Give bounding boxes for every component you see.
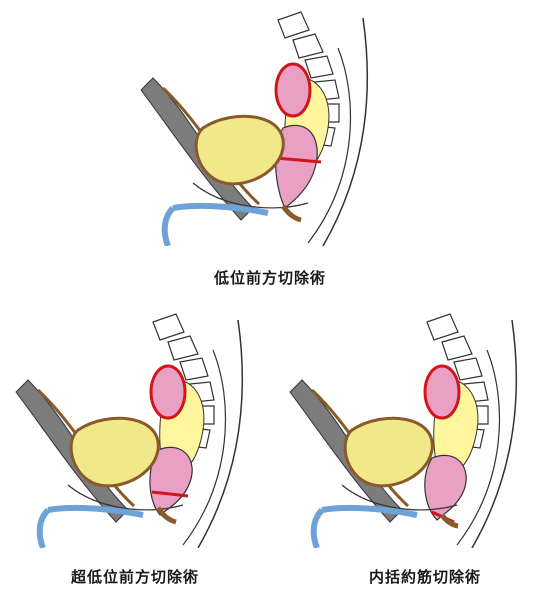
anal-sphincter <box>283 206 301 220</box>
sigmoid-colon <box>425 366 459 418</box>
sigmoid-colon <box>151 366 185 418</box>
bladder <box>345 418 432 486</box>
figure-intersphincteric-resection <box>282 310 532 548</box>
bladder <box>71 418 158 486</box>
caption-intersphincteric-resection: 内括約筋切除術 <box>330 566 520 587</box>
figure-low-anterior-resection <box>133 8 383 246</box>
pelvis-illustration-isr <box>282 310 532 548</box>
caption-super-low-anterior-resection: 超低位前方切除術 <box>40 566 230 587</box>
bladder <box>196 116 283 184</box>
rectum <box>425 455 466 520</box>
sigmoid-colon <box>276 64 310 116</box>
caption-low-anterior-resection: 低位前方切除術 <box>200 267 340 288</box>
pelvis-illustration-low <box>133 8 383 246</box>
figure-super-low-anterior-resection <box>8 310 258 548</box>
anal-sphincter <box>442 515 458 526</box>
pelvis-illustration-super-low <box>8 310 258 548</box>
